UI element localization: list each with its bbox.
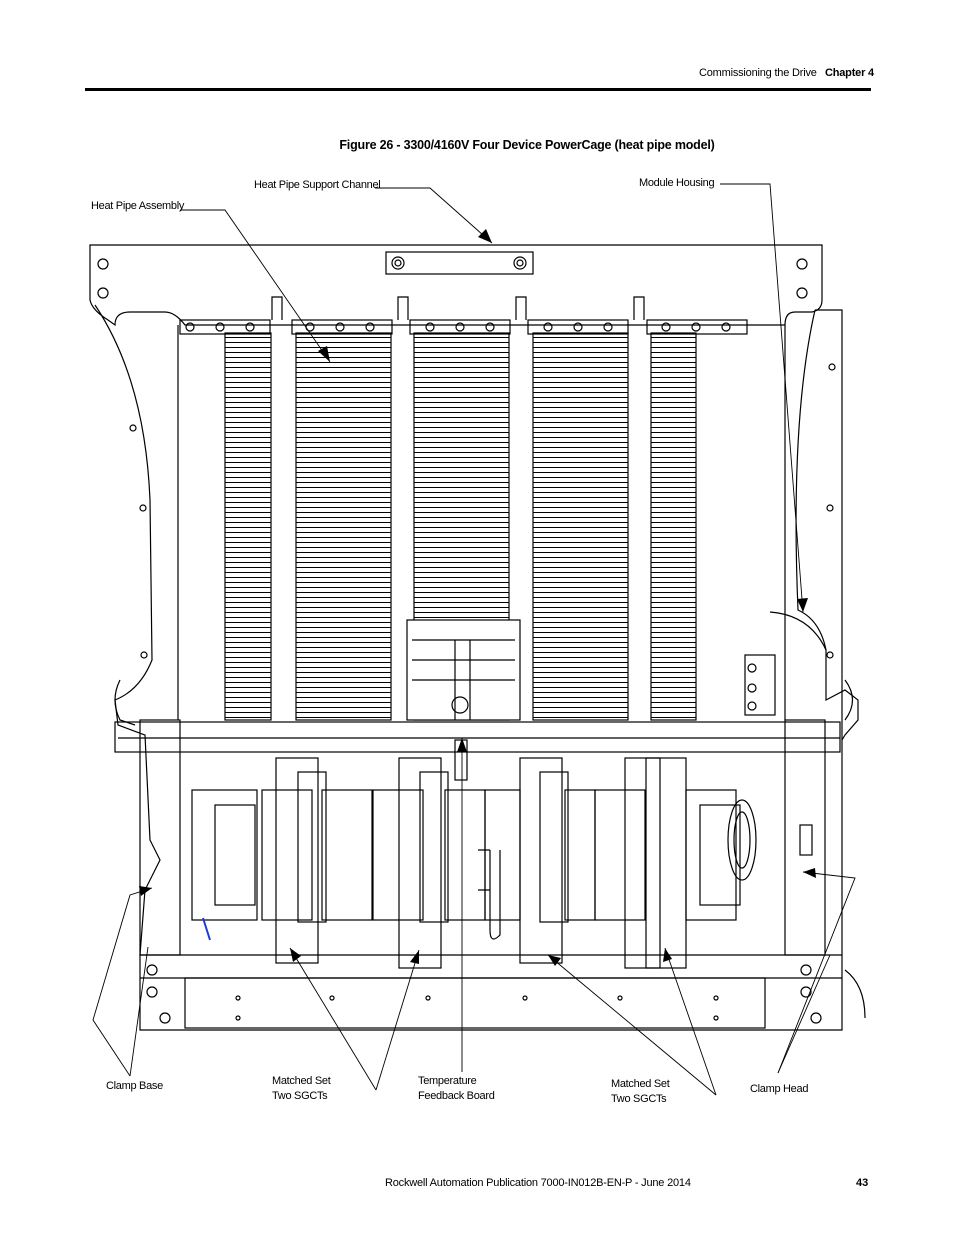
callout-heat-pipe-support-channel: Heat Pipe Support Channel [254,179,381,191]
support-channel-outline [89,244,823,327]
bolt-icon [513,256,527,270]
heat-sink-module [224,332,697,721]
callout-line: Temperature [418,1075,477,1087]
clamp-rail [114,721,841,753]
page-number: 43 [856,1177,869,1189]
callout-module-housing: Module Housing [639,177,715,189]
bolt-icon [97,287,109,299]
bolt-icon [391,256,405,270]
callout-heat-pipe-assembly: Heat Pipe Assembly [91,200,185,212]
bolt-icon [796,258,808,270]
clamp-disc [727,799,757,881]
callout-temperature-feedback-board: Temperature Feedback Board [418,1074,495,1104]
callout-line: Matched Set [611,1078,670,1090]
callout-matched-set-left: Matched Set Two SGCTs [272,1074,331,1104]
header-rule [85,88,871,91]
left-frame-edge [94,304,161,956]
blue-mark [202,917,211,941]
clamp-head-bracket [744,654,776,716]
module-bolt-row [185,322,731,332]
callout-clamp-head: Clamp Head [750,1083,809,1095]
callout-line: Matched Set [272,1075,331,1087]
figure-title: Figure 26 - 3300/4160V Four Device Power… [339,138,715,152]
header-section-title: Commissioning the Drive [699,67,817,79]
header-chapter-label: Chapter 4 [825,67,874,79]
callout-line: Feedback Board [418,1090,495,1102]
callout-line: Two SGCTs [611,1093,667,1105]
support-channel-plate [385,251,534,275]
module-cap-row [179,296,748,335]
base-hole-row [235,995,719,1021]
footer-publication: Rockwell Automation Publication 7000-IN0… [385,1177,691,1189]
sgct-stack [191,757,813,969]
clamp-base-outline [139,954,843,1031]
callout-line: Two SGCTs [272,1090,328,1102]
callout-leaders [92,183,856,1096]
bolt-icon [97,258,109,270]
arrowheads [139,229,816,966]
callout-clamp-base: Clamp Base [106,1080,163,1092]
right-clamp-post [784,719,826,956]
temperature-board-housing [406,619,521,721]
bolt-icon [796,287,808,299]
callout-matched-set-right: Matched Set Two SGCTs [611,1077,670,1107]
